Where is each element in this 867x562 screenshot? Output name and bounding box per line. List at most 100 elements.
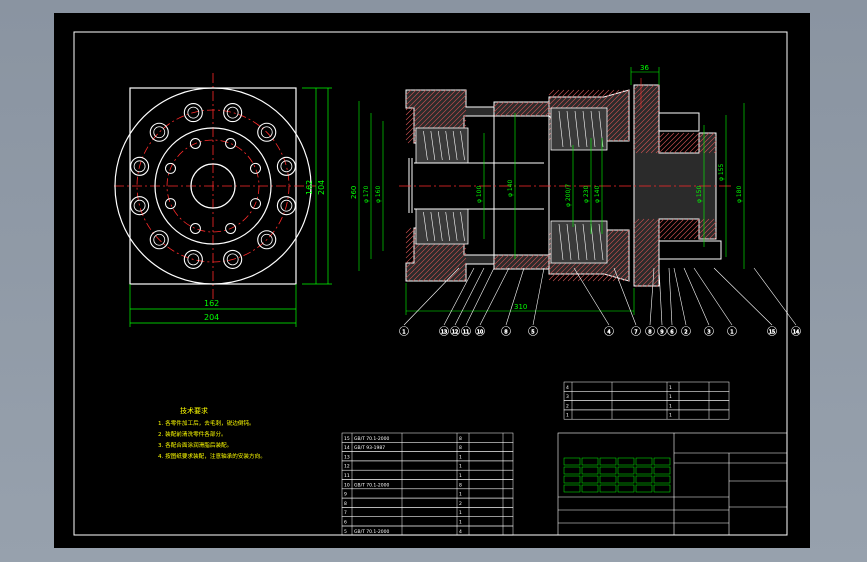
title-cell	[617, 457, 635, 466]
hatch-line	[494, 101, 510, 117]
bom-cell: 1	[669, 385, 672, 391]
bom-row	[563, 391, 730, 401]
inner-hole	[225, 138, 237, 150]
hatch-line	[504, 254, 520, 270]
bom-cell: 10	[344, 482, 350, 488]
note-line-3: 3. 各配合面涂润滑脂后装配。	[158, 441, 232, 449]
hatch-line	[668, 218, 690, 240]
hatch-line	[548, 89, 560, 101]
inner-hole	[225, 222, 237, 234]
title-cell	[635, 484, 653, 493]
dim-side-d7: φ 140	[594, 186, 601, 204]
title-block-grid	[563, 457, 671, 493]
inner-hole	[165, 198, 177, 210]
title-cell	[581, 484, 599, 493]
leader-line	[403, 267, 460, 326]
bom-cell: 8	[459, 445, 462, 451]
hatch-line	[633, 94, 660, 121]
part-number: 9	[660, 330, 663, 336]
bearing-rollers	[423, 110, 604, 261]
cap-bolt-top	[658, 112, 700, 132]
cap-bolt-bottom	[658, 240, 722, 260]
hatch-line	[633, 253, 660, 280]
bom-cell: 3	[566, 394, 569, 400]
hatch-line	[645, 273, 660, 288]
hatch-line	[405, 89, 452, 136]
part-balloon	[791, 326, 801, 336]
dim-side-d10: φ 180	[736, 186, 743, 204]
bolt-hole	[149, 122, 169, 142]
hatch-line	[509, 254, 525, 270]
roller	[430, 211, 436, 242]
technical-notes: 技术要求 1. 各零件加工后，去毛刺，锐边倒钝。 2. 装配前清洗零件各部分。 …	[158, 406, 266, 460]
hatch-line	[514, 101, 530, 117]
title-block	[557, 432, 788, 536]
hatch-line	[633, 218, 650, 235]
hatch-line	[633, 104, 660, 131]
leader-line	[613, 267, 637, 326]
title-cell	[599, 484, 617, 493]
hatch-line	[627, 279, 630, 282]
hatch-line	[673, 132, 695, 154]
hatch-line	[658, 132, 675, 149]
hatch-line	[462, 277, 467, 282]
inner-bolt-holes	[165, 138, 261, 234]
leader-line	[532, 267, 545, 326]
bearing-right-top	[550, 107, 608, 151]
hatch-line	[663, 132, 685, 154]
title-cell	[581, 475, 599, 484]
bore-circle	[190, 163, 236, 209]
part-balloon	[704, 326, 714, 336]
bolt-hole-inner	[226, 253, 239, 266]
bolt-hole	[276, 156, 296, 176]
roller	[582, 110, 588, 148]
hatch-line	[622, 274, 630, 282]
bolt-hole	[257, 230, 277, 250]
hatch-line	[548, 89, 565, 106]
drawing-border	[73, 31, 788, 536]
hatch-line	[432, 247, 467, 282]
hatch-line	[447, 262, 467, 282]
inner-hole	[249, 162, 261, 174]
title-cell	[617, 475, 635, 484]
note-line-2: 2. 装配前清洗零件各部分。	[158, 430, 227, 438]
leader-line	[683, 267, 710, 326]
bom-row	[341, 488, 514, 499]
hatch-line	[493, 254, 505, 266]
roller	[452, 211, 458, 242]
hatch-line	[539, 106, 550, 117]
part-number: 7	[634, 330, 637, 336]
title-cell	[563, 475, 581, 484]
hatch-line	[514, 254, 530, 270]
bom-cell: 1	[459, 473, 462, 479]
note-line-4: 4. 按图纸要求装配，注意轴承的安装方向。	[158, 452, 266, 460]
hatch-line	[405, 89, 447, 131]
hatch-line	[494, 254, 510, 270]
dim-side-d9: φ 155	[718, 164, 725, 182]
drawing-sheet: 162 204 162 204	[54, 13, 810, 548]
bolt-hole	[276, 196, 296, 216]
part-number: 2	[684, 330, 687, 336]
leader-line	[693, 267, 733, 326]
leader-line	[573, 267, 610, 326]
hatch-line	[607, 259, 630, 282]
part-balloon	[461, 326, 471, 336]
roller	[598, 223, 604, 261]
leader-line	[658, 267, 663, 326]
hatch-line	[633, 233, 660, 260]
leader-line	[443, 267, 475, 326]
hatch-line	[452, 267, 467, 282]
hatch-line	[499, 101, 515, 117]
bom-cell: 8	[459, 482, 462, 488]
bom-cell: 15	[344, 436, 350, 442]
bolt-hole	[257, 122, 277, 142]
hatch-line	[658, 218, 670, 230]
hatch-line	[539, 259, 550, 270]
hatch-line	[658, 132, 670, 144]
title-cell	[563, 484, 581, 493]
dim-side-d4: φ 140	[507, 180, 514, 198]
part-number: 3	[707, 330, 710, 336]
part-number: 10	[477, 330, 483, 336]
hatch-line	[678, 218, 700, 240]
hatch-line	[713, 150, 717, 154]
